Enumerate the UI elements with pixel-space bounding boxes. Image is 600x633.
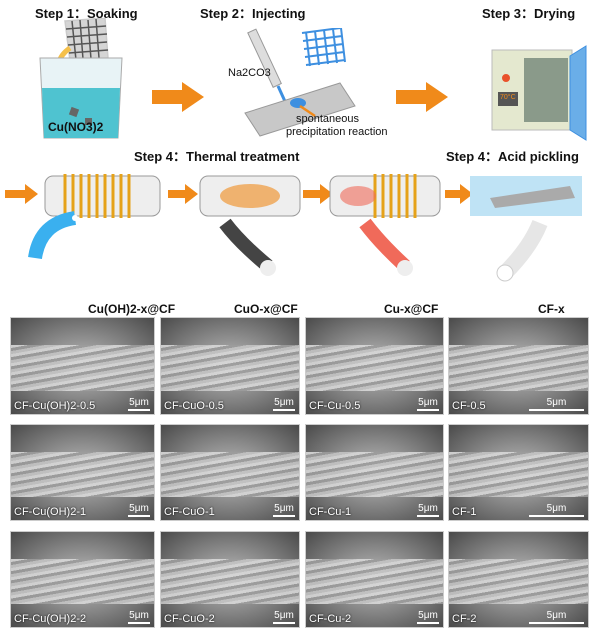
step1-title: Step 1：Soaking <box>35 6 138 21</box>
fiber-surface <box>449 451 588 498</box>
scale-bar: 5μm <box>417 610 439 624</box>
tube-furnace-3 <box>329 174 441 218</box>
reagent-label: Na2CO3 <box>228 67 271 79</box>
process-arrow-icon <box>5 184 473 204</box>
sample-label: CF-Cu-2 <box>309 613 352 625</box>
reaction-label-line1: spontaneous <box>296 113 359 125</box>
solution-label: Cu(NO3)2 <box>48 120 104 134</box>
scale-bar: 5μm <box>273 503 295 517</box>
column-header-cuo: CuO-x@CF <box>234 302 298 316</box>
acid-bath <box>470 176 582 216</box>
fiber-surface <box>11 558 154 605</box>
sample-label: CF-Cu-0.5 <box>309 400 361 412</box>
sample-label: CF-CuO-1 <box>164 506 215 518</box>
carbon-fiber-icon <box>499 219 548 279</box>
sem-image: CF-2 5μm <box>448 531 589 628</box>
scale-bar-label: 5μm <box>418 397 438 408</box>
sample-label: CF-2 <box>452 613 477 625</box>
oven-temperature: 70°C <box>500 94 516 101</box>
thermal-treatment-illustration <box>5 174 582 282</box>
scale-bar: 5μm <box>529 503 584 517</box>
sem-image: CF-CuO-2 5μm <box>160 531 300 628</box>
fiber-surface <box>11 451 154 498</box>
cuo-fiber-icon <box>219 218 273 272</box>
column-header-cu: Cu-x@CF <box>384 302 439 316</box>
column-header-cf: CF-x <box>538 302 565 316</box>
scale-bar: 5μm <box>273 610 295 624</box>
scale-bar-label: 5μm <box>546 610 567 621</box>
scale-bar: 5μm <box>128 397 150 411</box>
process-arrow-icon <box>396 82 448 112</box>
scale-bar: 5μm <box>128 503 150 517</box>
fiber-surface <box>306 558 443 605</box>
scale-bar-label: 5μm <box>418 610 438 621</box>
scale-bar-label: 5μm <box>274 503 294 514</box>
step4-acid-title: Step 4：Acid pickling <box>446 149 579 164</box>
sample-label: CF-1 <box>452 506 477 518</box>
sem-image: CF-CuO-1 5μm <box>160 424 300 521</box>
scale-bar: 5μm <box>128 610 150 624</box>
sem-image: CF-Cu-1 5μm <box>305 424 444 521</box>
cu-fiber-icon <box>359 218 410 272</box>
sem-image: CF-Cu(OH)2-0.5 5μm <box>10 317 155 415</box>
blue-mesh-icon <box>301 28 346 67</box>
tube-furnace-1 <box>44 174 161 218</box>
scale-bar-label: 5μm <box>129 397 149 408</box>
carbon-mesh-icon <box>64 18 109 62</box>
sample-label: CF-CuO-0.5 <box>164 400 224 412</box>
fiber-surface <box>161 344 299 391</box>
sample-label: CF-Cu(OH)2-2 <box>14 613 87 625</box>
sem-image: CF-Cu(OH)2-2 5μm <box>10 531 155 628</box>
reaction-label-line2: precipitation reaction <box>286 126 388 138</box>
scale-bar-label: 5μm <box>418 503 438 514</box>
column-header-cuoh2: Cu(OH)2-x@CF <box>88 302 176 316</box>
sem-image: CF-Cu-0.5 5μm <box>305 317 444 415</box>
sem-image: CF-Cu-2 5μm <box>305 531 444 628</box>
drying-oven-icon <box>491 45 587 141</box>
fiber-surface <box>306 344 443 391</box>
cuoh2-fiber-icon <box>28 211 77 260</box>
fiber-surface <box>11 344 154 391</box>
scale-bar: 5μm <box>417 397 439 411</box>
tube-furnace-2 <box>199 175 301 217</box>
scale-bar: 5μm <box>529 610 584 624</box>
scale-bar: 5μm <box>529 397 584 411</box>
sample-label: CF-CuO-2 <box>164 613 215 625</box>
scale-bar: 5μm <box>273 397 295 411</box>
step2-title: Step 2：Injecting <box>200 6 306 21</box>
sem-image: CF-CuO-0.5 5μm <box>160 317 300 415</box>
sample-label: CF-Cu(OH)2-1 <box>14 506 87 518</box>
scale-bar-label: 5μm <box>546 397 567 408</box>
scale-bar-label: 5μm <box>546 503 567 514</box>
fiber-surface <box>161 451 299 498</box>
scale-bar-label: 5μm <box>274 610 294 621</box>
fiber-surface <box>449 558 588 605</box>
injection-illustration <box>244 28 356 137</box>
process-arrow-icon <box>152 82 204 112</box>
fiber-surface <box>306 451 443 498</box>
step3-title: Step 3：Drying <box>482 6 576 21</box>
sample-label: CF-Cu(OH)2-0.5 <box>14 400 96 412</box>
scale-bar-label: 5μm <box>274 397 294 408</box>
scale-bar-label: 5μm <box>129 503 149 514</box>
sem-image: CF-Cu(OH)2-1 5μm <box>10 424 155 521</box>
scale-bar: 5μm <box>417 503 439 517</box>
beaker-illustration <box>39 18 123 139</box>
sample-label: CF-0.5 <box>452 400 486 412</box>
fiber-surface <box>449 344 588 391</box>
sem-image: CF-0.5 5μm <box>448 317 589 415</box>
step4-thermal-title: Step 4：Thermal treatment <box>134 149 300 164</box>
sample-label: CF-Cu-1 <box>309 506 352 518</box>
fiber-surface <box>161 558 299 605</box>
scale-bar-label: 5μm <box>129 610 149 621</box>
sem-image: CF-1 5μm <box>448 424 589 521</box>
